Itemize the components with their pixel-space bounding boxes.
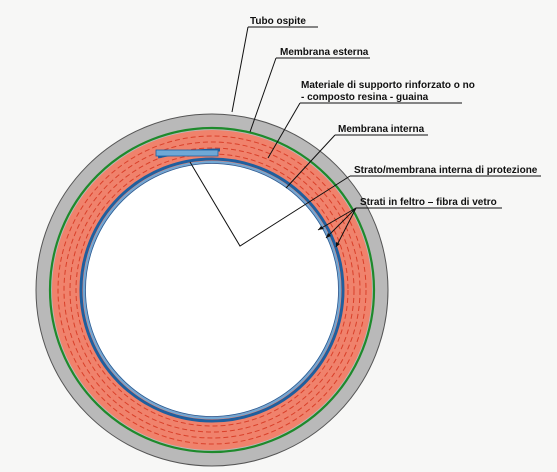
felt-arrow-c [336, 242, 340, 247]
leader-inner-membrane [285, 134, 336, 189]
label-felt-layers: Strati in feltro – fibra di vetro [360, 197, 497, 208]
label-host-pipe: Tubo ospite [250, 16, 306, 27]
leader-protective-layer [189, 161, 351, 247]
seam-marker [155, 149, 219, 157]
felt-arrow-b [326, 233, 331, 238]
leader-felt-c [335, 207, 357, 248]
leader-felt-b [325, 207, 357, 239]
felt-layer-dash-3 [69, 147, 355, 433]
felt-layer-dash-2 [63, 141, 361, 439]
outer-membrane-ring [48, 126, 376, 454]
leader-outer-membrane [249, 57, 277, 133]
leader-support-material [267, 102, 301, 159]
leader-felt-a [317, 207, 357, 231]
label-support-material-line1: Materiale di supporto rinforzato o no [301, 80, 475, 91]
felt-layer-dash-1 [57, 135, 367, 445]
protective-layer-ring [83, 161, 341, 419]
felt-arrow-a [318, 226, 324, 230]
label-inner-membrane: Membrana interna [338, 124, 425, 135]
label-support-material-line2: - composto resina - guaina [301, 92, 429, 103]
label-protective-layer: Strato/membrana interna di protezione [354, 165, 538, 176]
pipe-interior [85, 163, 339, 417]
leader-host-pipe [231, 26, 249, 113]
inner-membrane-ring [79, 157, 345, 423]
label-outer-membrane: Membrana esterna [280, 47, 369, 58]
